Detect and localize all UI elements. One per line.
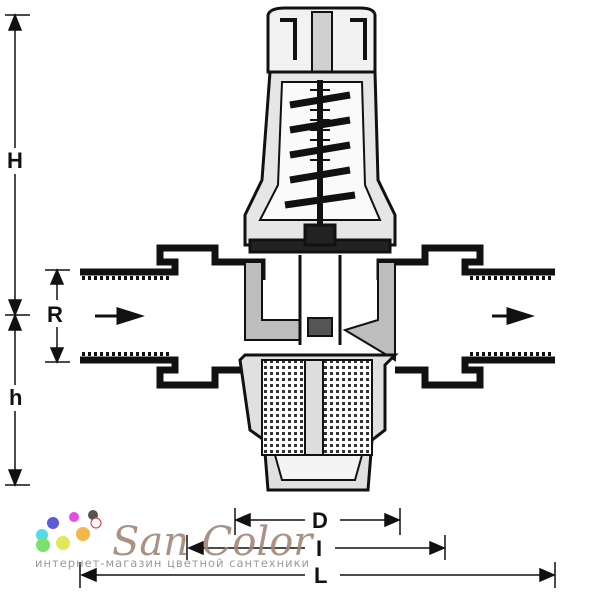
logo-dot [56, 536, 70, 550]
logo-dot [69, 512, 79, 522]
flow-arrows [95, 306, 535, 326]
logo-dot [36, 538, 50, 552]
dimension-label-D: D [312, 508, 328, 533]
inlet-arrow-icon [116, 306, 145, 326]
logo-dot [76, 527, 90, 541]
logo-dot [88, 510, 98, 520]
dimension-label-R: R [47, 302, 63, 327]
logo-tagline: интернет-магазин цветной сантехники [35, 556, 310, 570]
outlet-arrow-icon [506, 306, 535, 326]
horizontal-dimensions [79, 508, 556, 588]
dimension-label-H: H [7, 148, 23, 173]
dimension-label-L: L [314, 563, 327, 588]
logo-brand: San Color [112, 519, 315, 565]
logo-dot [90, 517, 102, 529]
dimension-label-I: I [316, 536, 322, 561]
dimension-label-h: h [9, 385, 22, 410]
vertical-dimensions [5, 12, 70, 488]
logo-dot [36, 529, 48, 541]
sancolor-logo: San Color интернет-магазин цветной санте… [35, 510, 315, 570]
valve-body [80, 6, 555, 492]
logo-dot [47, 517, 59, 529]
